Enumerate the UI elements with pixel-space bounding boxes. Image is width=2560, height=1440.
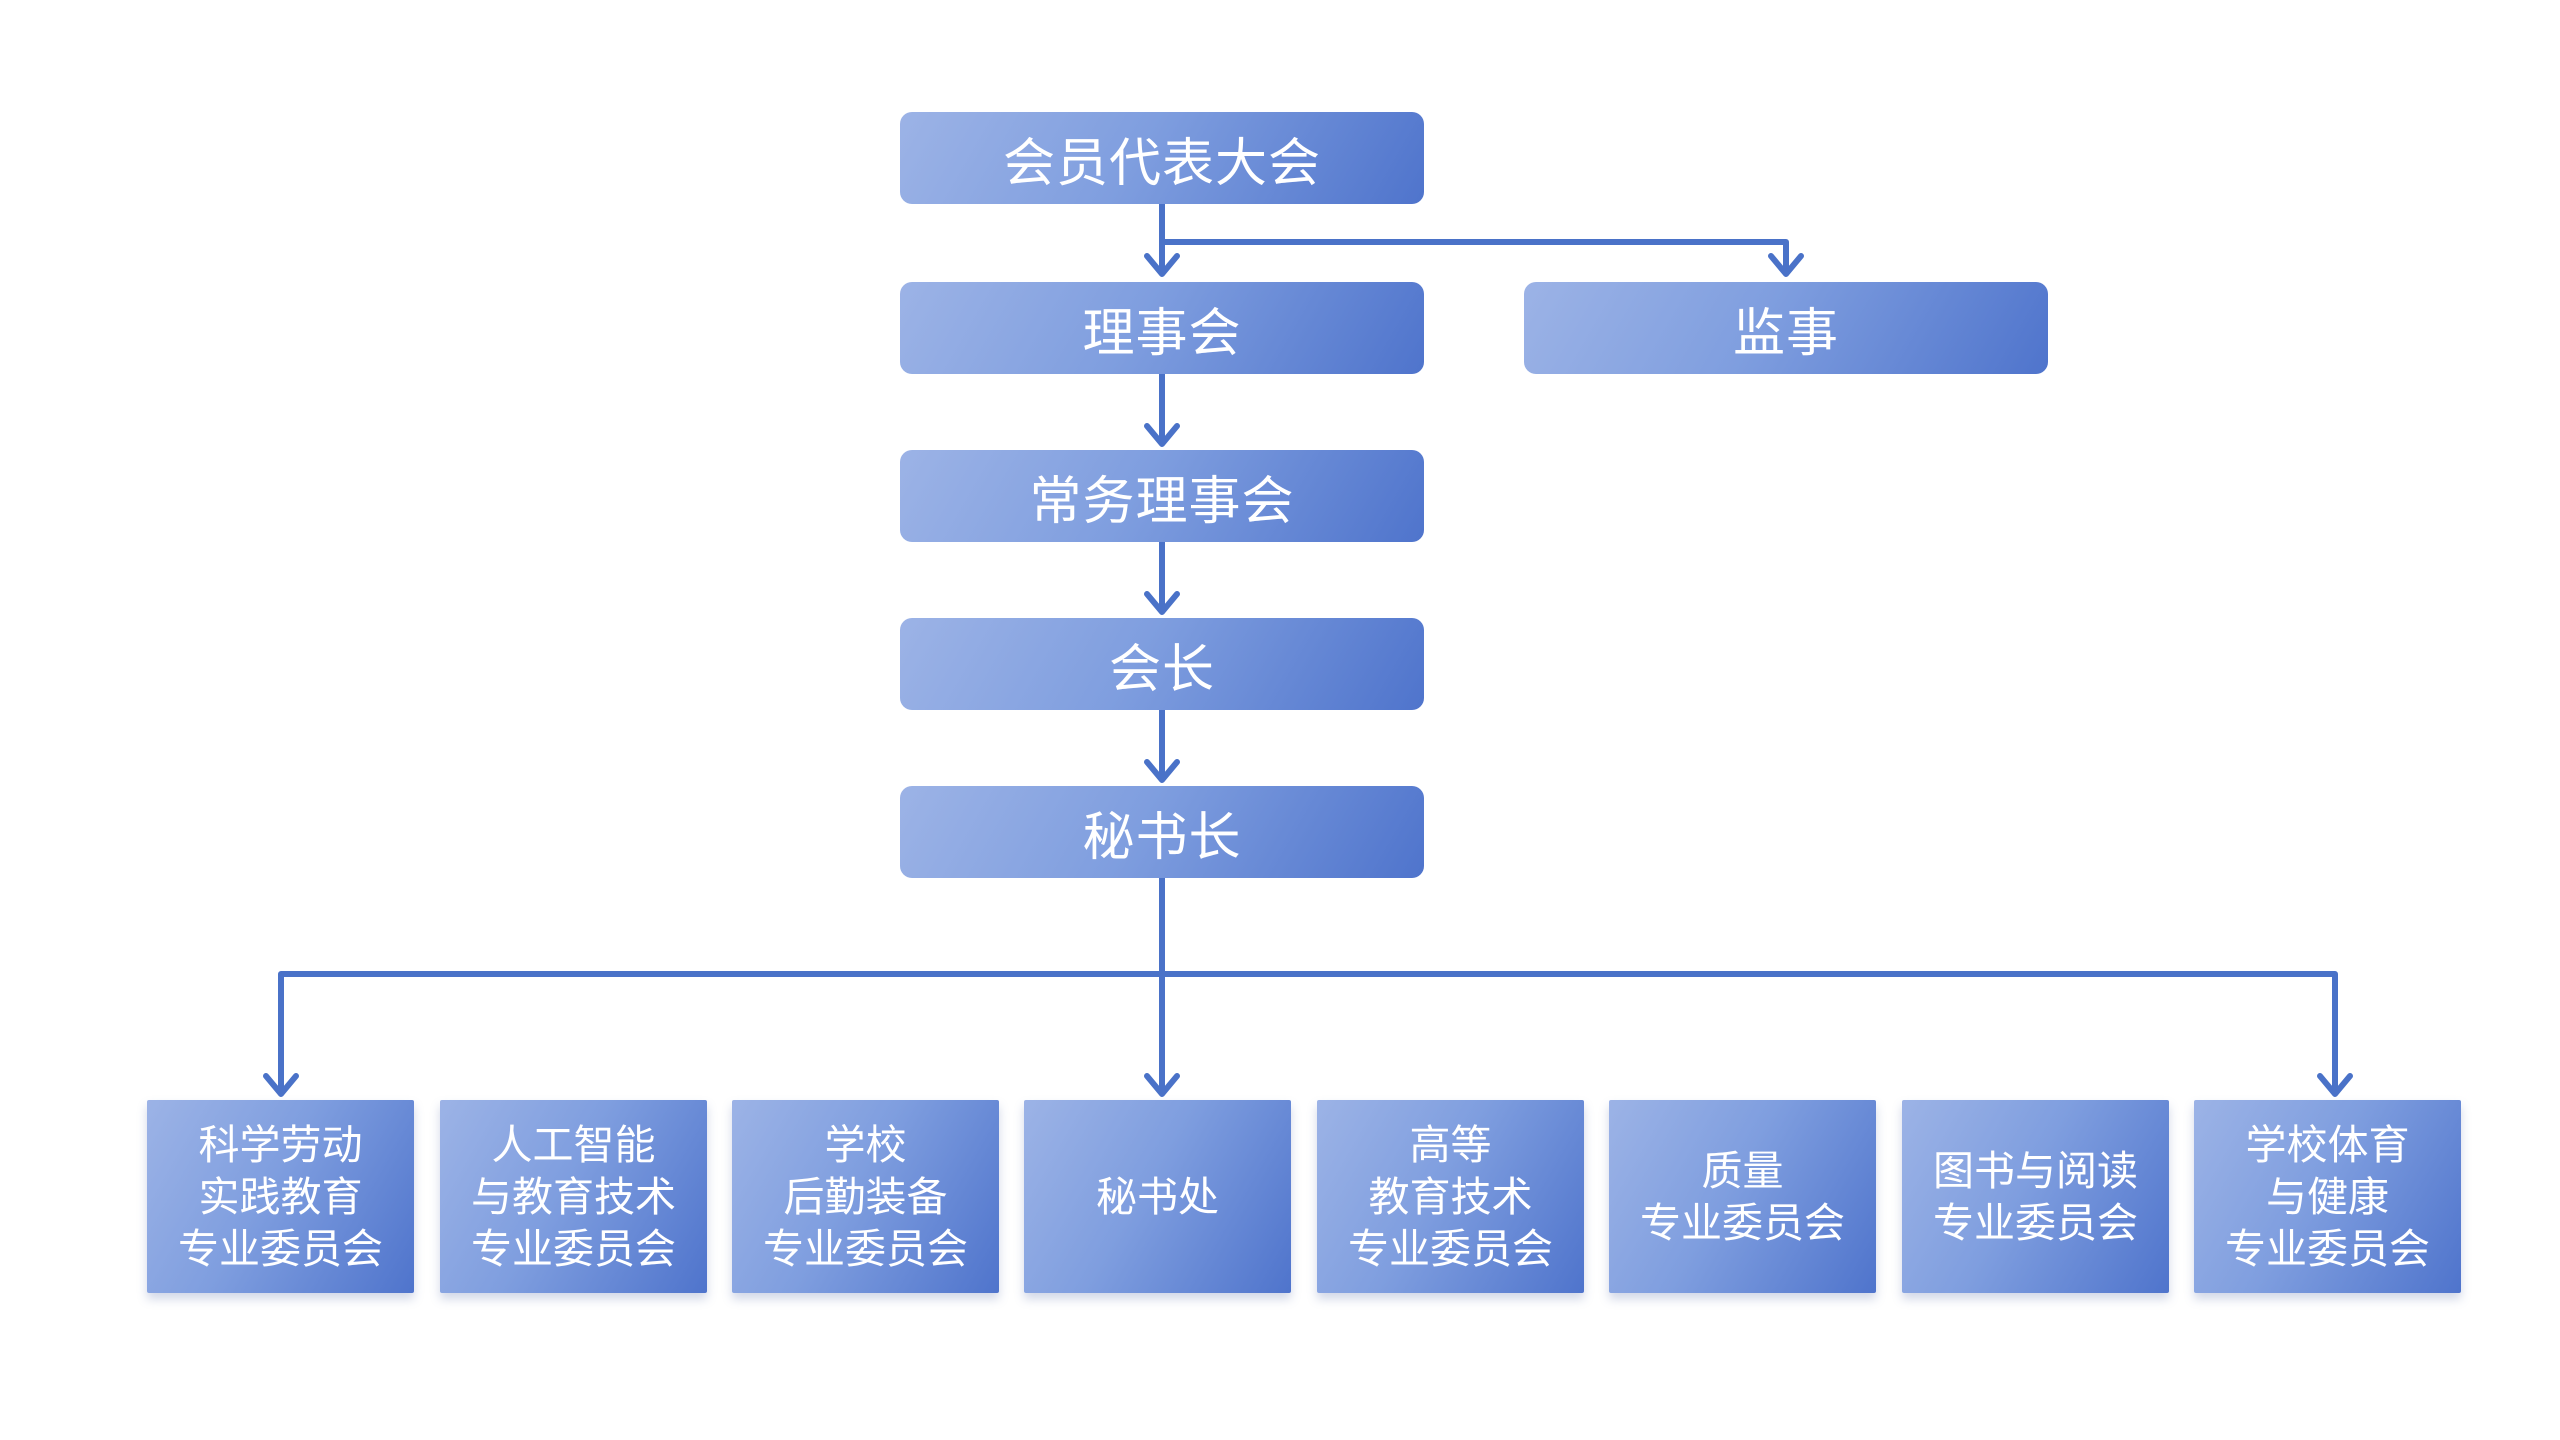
president-node: 会长 (900, 618, 1424, 710)
committee-node-ai-education: 人工智能 与教育技术 专业委员会 (440, 1100, 707, 1293)
supervisor-node: 监事 (1524, 282, 2048, 374)
committee-label: 图书与阅读 专业委员会 (1933, 1146, 2138, 1247)
committee-label: 学校体育 与健康 专业委员会 (2225, 1120, 2430, 1273)
assembly-label: 会员代表大会 (1002, 133, 1321, 194)
arrowhead-board (1144, 253, 1180, 277)
arrowhead-supervisor (1768, 253, 1804, 277)
committee-label: 质量 专业委员会 (1640, 1146, 1845, 1247)
committee-label: 高等 教育技术 专业委员会 (1348, 1120, 1553, 1273)
arrowhead-committee-right (2317, 1073, 2353, 1097)
arrowhead-committee-left (263, 1073, 299, 1097)
arrowhead-committee-middle (1144, 1073, 1180, 1097)
committee-label: 学校 后勤装备 专业委员会 (763, 1120, 968, 1273)
standing-board-label: 常务理事会 (1029, 471, 1295, 532)
arrowhead-secretary (1144, 759, 1180, 783)
arrowhead-standing (1144, 423, 1180, 447)
president-label: 会长 (1108, 639, 1215, 700)
board-label: 理事会 (1082, 303, 1242, 364)
committee-node-library-reading: 图书与阅读 专业委员会 (1902, 1100, 2169, 1293)
committee-label: 人工智能 与教育技术 专业委员会 (471, 1120, 676, 1273)
connector-committee-bus (278, 971, 2338, 1095)
arrowhead-president (1144, 591, 1180, 615)
secretary-general-label: 秘书长 (1082, 807, 1242, 868)
assembly-node: 会员代表大会 (900, 112, 1424, 204)
committee-node-science-labor: 科学劳动 实践教育 专业委员会 (147, 1100, 414, 1293)
board-node: 理事会 (900, 282, 1424, 374)
committee-label: 科学劳动 实践教育 专业委员会 (178, 1120, 383, 1273)
supervisor-label: 监事 (1732, 303, 1839, 364)
committee-node-higher-education: 高等 教育技术 专业委员会 (1317, 1100, 1584, 1293)
committee-node-quality: 质量 专业委员会 (1609, 1100, 1876, 1293)
committee-label: 秘书处 (1096, 1172, 1219, 1221)
connector-assembly-supervisor (1159, 239, 1789, 273)
secretariat-node: 秘书处 (1024, 1100, 1291, 1293)
standing-board-node: 常务理事会 (900, 450, 1424, 542)
committee-node-logistics: 学校 后勤装备 专业委员会 (732, 1100, 999, 1293)
secretary-general-node: 秘书长 (900, 786, 1424, 878)
committee-node-sports-health: 学校体育 与健康 专业委员会 (2194, 1100, 2461, 1293)
